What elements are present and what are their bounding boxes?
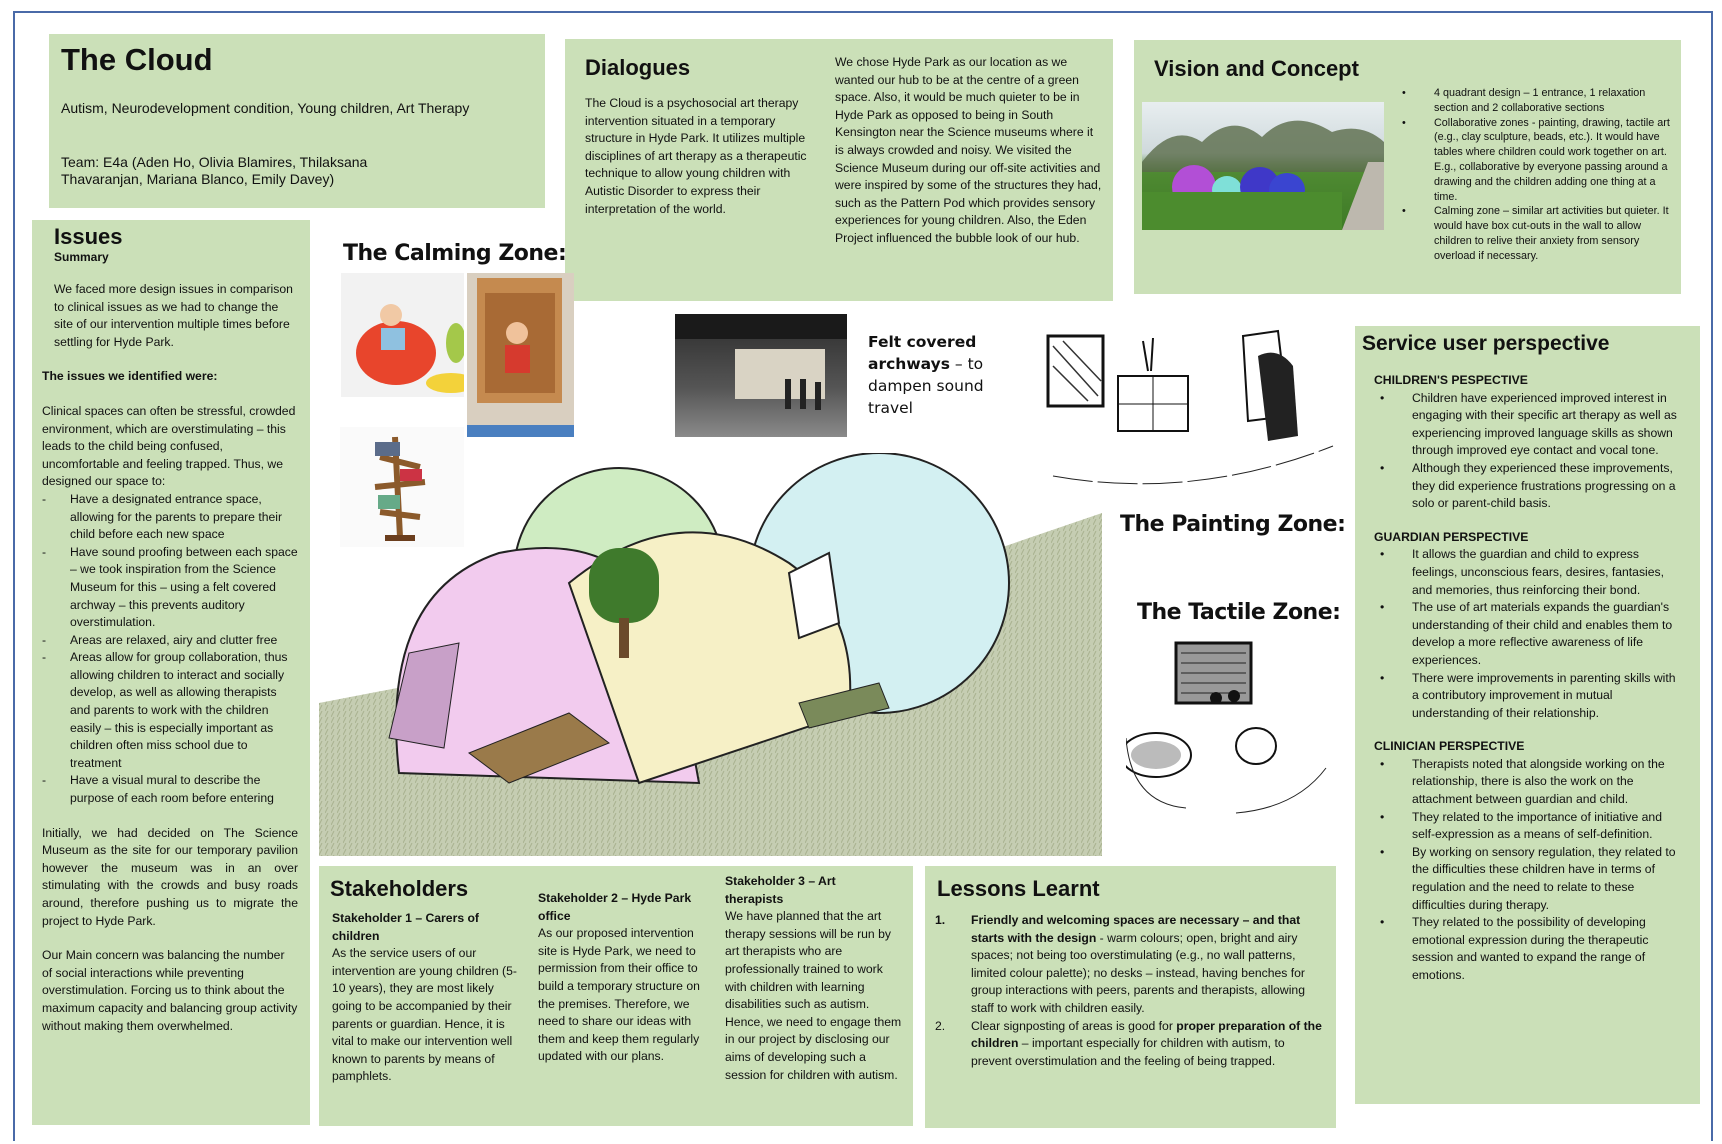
felt-archway-caption: Felt covered archways – to dampen sound … (868, 331, 988, 419)
keywords: Autism, Neurodevelopment condition, Youn… (61, 100, 470, 116)
perspective-item: By working on sensory regulation, they r… (1374, 844, 1682, 914)
concern-text: Our Main concern was balancing the numbe… (42, 948, 298, 1033)
issues-heading: Issues (54, 224, 123, 249)
park-render-image (1142, 102, 1384, 230)
poster-frame (13, 11, 1713, 1141)
perspective-item: It allows the guardian and child to expr… (1374, 546, 1682, 599)
children-perspective-label: CHILDREN'S PESPECTIVE (1374, 373, 1528, 387)
dialogues-left-text: The Cloud is a psychosocial art therapy … (585, 96, 807, 216)
felt-rest: – to dampen sound travel (868, 355, 984, 417)
perspective-item: The use of art materials expands the gua… (1374, 599, 1682, 669)
guardian-perspective-label: GUARDIAN PERSPECTIVE (1374, 529, 1529, 544)
stakeholder-2-label: Stakeholder 2 – Hyde Park office (538, 891, 692, 923)
summary-label: Summary (54, 250, 109, 264)
box-photo (467, 273, 574, 437)
bookshelf-photo (340, 427, 464, 547)
lesson-bold: Friendly and welcoming spaces are necess… (971, 913, 1301, 945)
issues-identified-label: The issues we identified were: (42, 369, 218, 384)
felt-bold: Felt covered archways (868, 333, 977, 373)
lesson-item: 1. Friendly and welcoming spaces are nece… (925, 912, 1325, 1018)
perspective-item: There were improvements in parenting ski… (1374, 670, 1682, 723)
perspective-item: Therapists noted that alongside working … (1374, 756, 1682, 809)
stakeholders-panel: Stakeholders Stakeholder 1 – Carers of c… (319, 866, 913, 1126)
lesson-text: - warm colours; open, bright and airy sp… (971, 930, 1305, 1015)
issue-item: Areas allow for group collaboration, thu… (42, 649, 298, 772)
children-perspective-list: Children have experienced improved inter… (1374, 390, 1682, 513)
cloud-dome-illustration (319, 453, 1102, 856)
stakeholder-1-label: Stakeholder 1 – Carers of children (332, 911, 479, 943)
stakeholder-2-text: As our proposed intervention site is Hyd… (538, 926, 700, 1064)
perspective-item: Although they experienced these improvem… (1374, 460, 1682, 513)
vision-item: 4 quadrant design – 1 entrance, 1 relaxa… (1396, 86, 1676, 116)
issue-item: Have sound proofing between each space –… (42, 544, 298, 632)
calming-zone-title: The Calming Zone: (343, 241, 567, 266)
stakeholder-3-text: We have planned that the art therapy ses… (725, 909, 902, 1082)
tactile-zone-sketch (1126, 641, 1327, 814)
dialogues-heading: Dialogues (585, 55, 691, 80)
summary-text: We faced more design issues in compariso… (54, 282, 293, 349)
lessons-list: 1. Friendly and welcoming spaces are nece… (925, 912, 1325, 1070)
issue-item: Have a designated entrance space, allowi… (42, 491, 298, 544)
service-heading: Service user perspective (1362, 332, 1610, 355)
guardian-perspective-list: It allows the guardian and child to expr… (1374, 546, 1682, 722)
vision-item: Collaborative zones - painting, drawing,… (1396, 116, 1676, 205)
lesson-text: Clear signposting of areas is good for (971, 1018, 1177, 1033)
perspective-item: Children have experienced improved inter… (1374, 390, 1682, 460)
stakeholder-3-label: Stakeholder 3 – Art therapists (725, 874, 836, 906)
stakeholders-heading: Stakeholders (330, 876, 469, 901)
stakeholder-1-text: As the service users of our intervention… (332, 946, 517, 1084)
painting-zone-title: The Painting Zone: (1120, 512, 1346, 537)
lessons-heading: Lessons Learnt (937, 876, 1100, 901)
vision-panel: Vision and Concept 4 quadrant design – 1… (1134, 40, 1681, 294)
poster-title: The Cloud (61, 42, 213, 77)
dialogues-right-text: We chose Hyde Park as our location as we… (835, 55, 1102, 245)
dialogues-panel: Dialogues The Cloud is a psychosocial ar… (565, 39, 1113, 301)
tactile-zone-title: The Tactile Zone: (1137, 600, 1341, 625)
vision-list: 4 quadrant design – 1 entrance, 1 relaxa… (1396, 86, 1676, 264)
issues-panel: Issues Summary We faced more design issu… (32, 220, 310, 1125)
archway-photo (675, 314, 847, 437)
title-panel: The Cloud Autism, Neurodevelopment condi… (49, 34, 545, 208)
team: Team: E4a (Aden Ho, Olivia Blamires, Thi… (61, 154, 368, 187)
vision-heading: Vision and Concept (1154, 56, 1359, 81)
initially-text: Initially, we had decided on The Science… (42, 825, 298, 928)
issues-list: Have a designated entrance space, allowi… (42, 491, 298, 808)
service-user-panel: Service user perspective CHILDREN'S PESP… (1355, 326, 1700, 1104)
lessons-panel: Lessons Learnt 1. Friendly and welcoming … (925, 866, 1336, 1128)
perspective-item: They related to the possibility of devel… (1374, 914, 1682, 984)
issue-item: Have a visual mural to describe the purp… (42, 772, 298, 807)
issue-item: Areas are relaxed, airy and clutter free (42, 632, 298, 650)
lesson-number: 2. (935, 1018, 946, 1033)
clinician-perspective-list: Therapists noted that alongside working … (1374, 756, 1682, 985)
lesson-text: – important especially for children with… (971, 1036, 1285, 1068)
clinician-perspective-label: CLINICIAN PERSPECTIVE (1374, 739, 1525, 754)
perspective-item: They related to the importance of initia… (1374, 809, 1682, 844)
lesson-item: 2. Clear signposting of areas is good for… (925, 1018, 1325, 1071)
lesson-bold: proper preparation of the children (971, 1018, 1322, 1051)
painting-zone-sketch (1046, 329, 1334, 485)
beanbag-photo (341, 273, 464, 397)
vision-item: Calming zone – similar art activities bu… (1396, 204, 1676, 263)
lesson-number: 1. (935, 913, 946, 927)
clinical-text: Clinical spaces can often be stressful, … (42, 403, 296, 489)
